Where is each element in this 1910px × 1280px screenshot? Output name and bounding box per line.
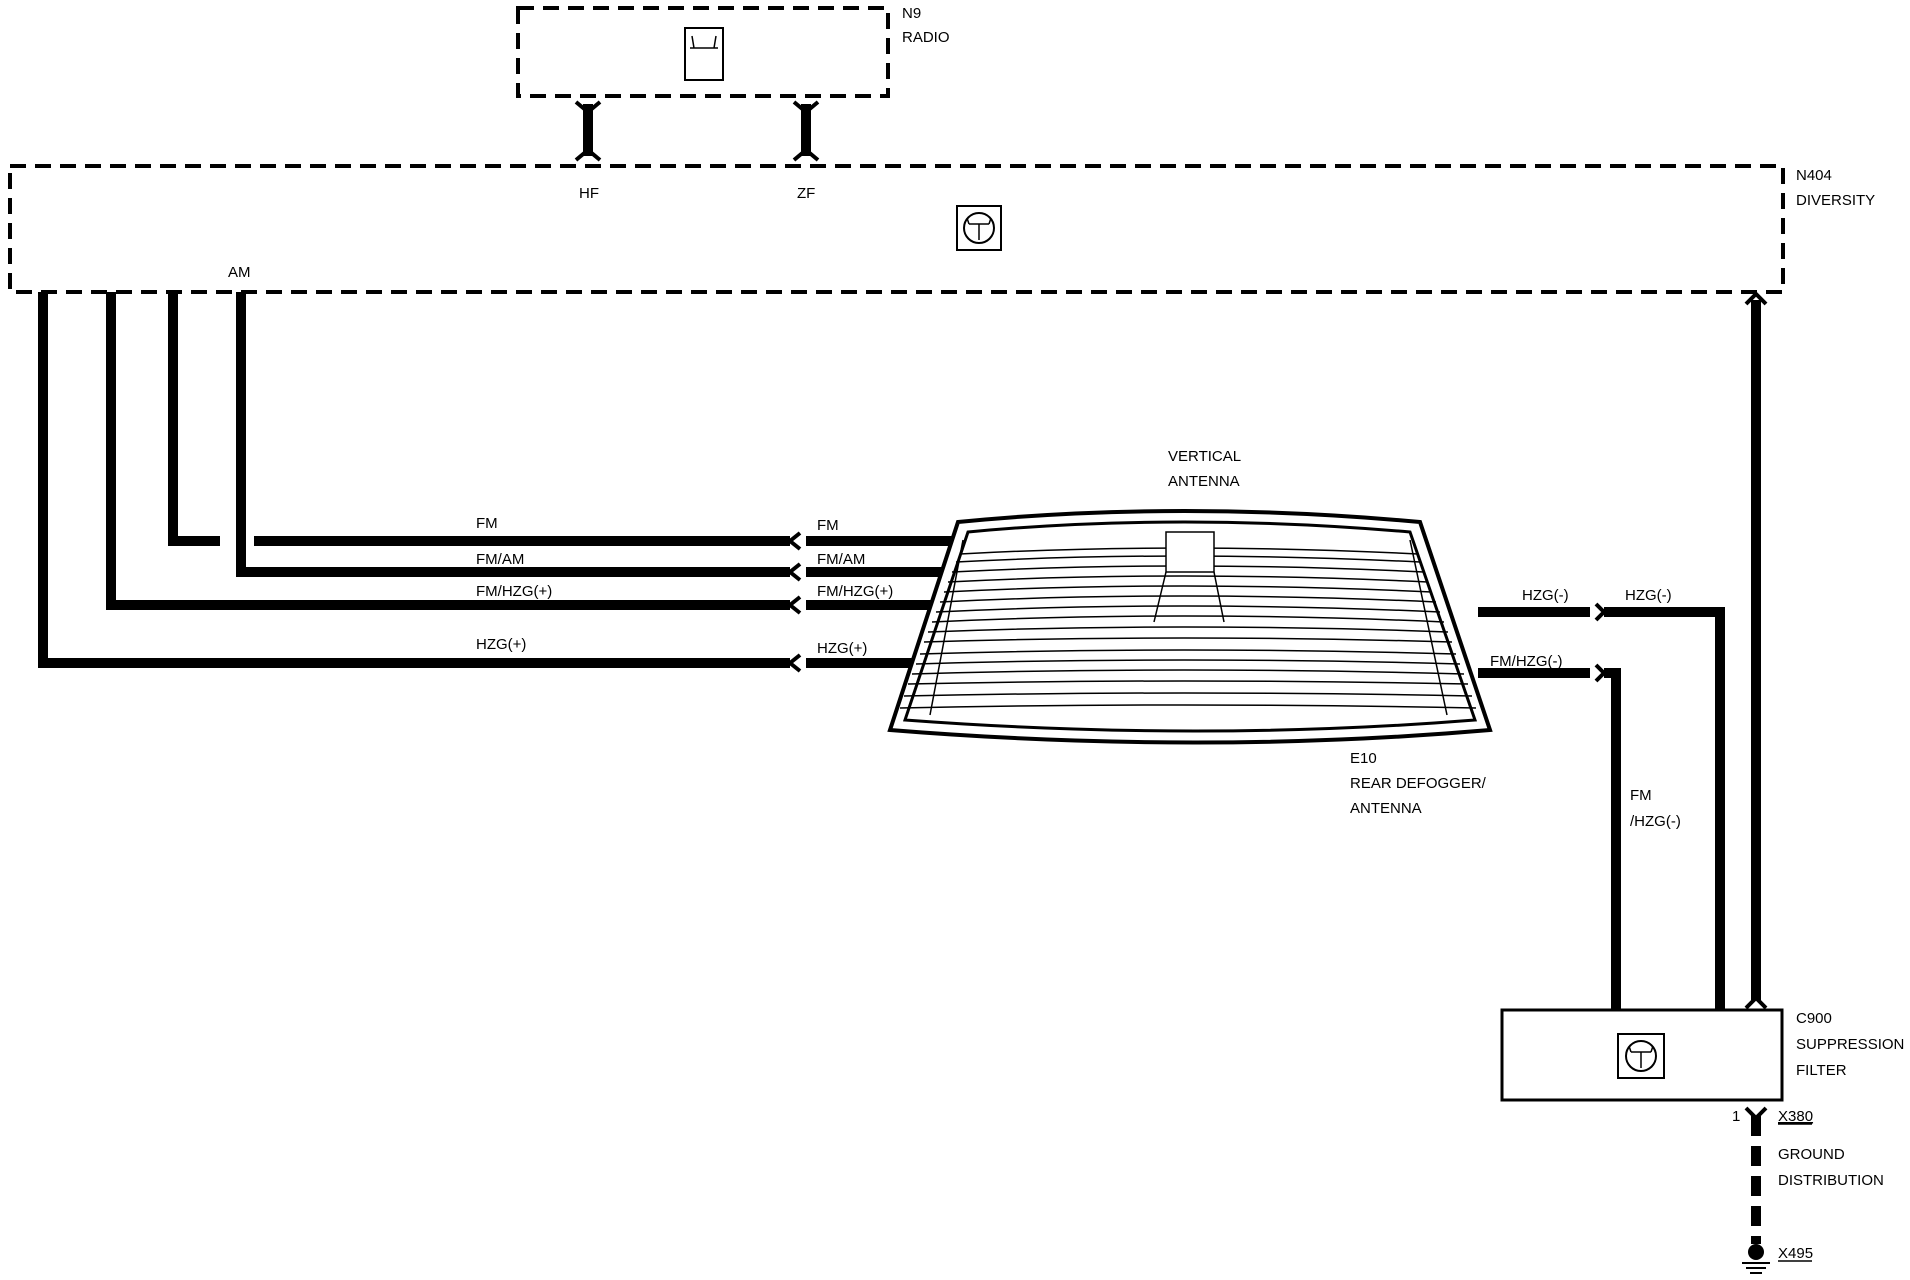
wire-label-vert-fm-2: /HZG(-)	[1630, 813, 1681, 830]
radio-id: N9	[902, 5, 921, 22]
defogger-grid-lines	[899, 531, 1477, 716]
right-wire-bundle	[1478, 291, 1768, 1010]
am-pin-label: AM	[228, 264, 251, 281]
radio-icon	[684, 27, 724, 81]
defogger-label-1: REAR DEFOGGER/	[1350, 775, 1487, 792]
connector-x380: X380	[1778, 1108, 1813, 1125]
diversity-module[interactable]	[8, 164, 1785, 294]
diversity-label: DIVERSITY	[1796, 192, 1875, 209]
wire-label-hzgm-right: HZG(-)	[1625, 587, 1672, 604]
wire-label-fmhzgp-left: FM/HZG(+)	[476, 583, 552, 600]
connector-x495: X495	[1778, 1245, 1813, 1262]
filter-label-2: FILTER	[1796, 1062, 1847, 1079]
radio-module[interactable]	[516, 6, 890, 98]
diversity-id: N404	[1796, 167, 1832, 184]
radio-label: RADIO	[902, 29, 950, 46]
ground-symbol	[1742, 1244, 1770, 1274]
wire-label-hzgp-left: HZG(+)	[476, 636, 526, 653]
zf-connector[interactable]	[792, 100, 820, 162]
wire-label-vert-fm-1: FM	[1630, 787, 1652, 804]
wire-label-hzgm-left: HZG(-)	[1522, 587, 1569, 604]
hf-pin-label: HF	[579, 185, 599, 202]
left-wire-bundle	[38, 292, 790, 668]
wire-label-hzgp-right: HZG(+)	[817, 640, 867, 657]
wire-label-fmhzgp-right: FM/HZG(+)	[817, 583, 893, 600]
filter-label-1: SUPPRESSION	[1796, 1036, 1904, 1053]
ground-label-2: DISTRIBUTION	[1778, 1172, 1884, 1189]
ground-pin: 1	[1732, 1108, 1740, 1125]
wire-label-fmhzgm: FM/HZG(-)	[1490, 653, 1562, 670]
wire-label-fm-left: FM	[476, 515, 498, 532]
wire-label-fmam-right: FM/AM	[817, 551, 865, 568]
zf-pin-label: ZF	[797, 185, 815, 202]
ground-wire	[1744, 1106, 1768, 1244]
wire-label-fmam-left: FM/AM	[476, 551, 524, 568]
filter-id: C900	[1796, 1010, 1832, 1027]
defogger-label-2: ANTENNA	[1350, 800, 1422, 817]
ground-label-1: GROUND	[1778, 1146, 1845, 1163]
vertical-antenna-label-1: VERTICAL	[1168, 448, 1241, 465]
defogger-id: E10	[1350, 750, 1377, 767]
wire-label-fm-right: FM	[817, 517, 839, 534]
diversity-icon	[956, 205, 1002, 251]
suppression-filter[interactable]	[1500, 1008, 1784, 1102]
hf-connector[interactable]	[574, 100, 602, 162]
rear-window-antenna[interactable]	[887, 509, 1493, 745]
filter-icon	[1617, 1033, 1665, 1079]
vertical-antenna-label-2: ANTENNA	[1168, 473, 1240, 490]
